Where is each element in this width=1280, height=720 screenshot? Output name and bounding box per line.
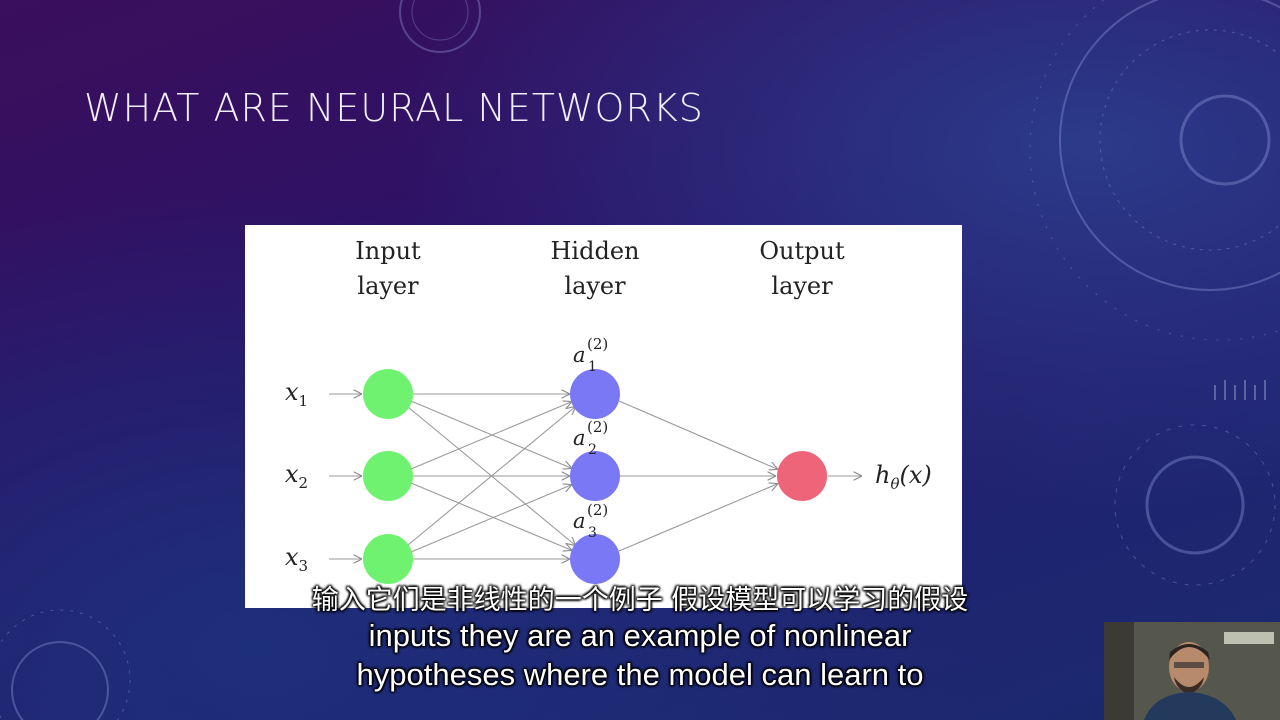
hidden-node-1 [570, 369, 620, 419]
subtitle-english-line2: hypotheses where the model can learn to [356, 657, 924, 692]
hidden-sub-1: 1 [588, 359, 597, 375]
hidden-sup-3: (2) [587, 501, 608, 519]
edge-a3-out [618, 484, 777, 552]
network-diagram: Input layer Hidden layer Output layer [285, 237, 932, 584]
hidden-node-3 [570, 534, 620, 584]
edge-x3-a1 [407, 407, 575, 546]
slide-title: WHAT ARE NEURAL NETWORKS [84, 86, 704, 130]
output-layer-label-line2: layer [771, 272, 833, 300]
webcam-frame-icon [1104, 622, 1280, 720]
input-node-3 [363, 534, 413, 584]
edge-a1-out [618, 400, 777, 469]
output-layer-label-line1: Output [759, 237, 845, 265]
input-label-x3: x3 [285, 543, 308, 575]
hidden-sup-2: (2) [587, 418, 608, 436]
subtitle-chinese: 输入它们是非线性的一个例子 假设模型可以学习的假设 [311, 585, 969, 616]
input-layer-label-line1: Input [355, 237, 421, 265]
hidden-label-a2: a [573, 426, 586, 450]
hidden-node-2 [570, 451, 620, 501]
input-layer-label-line2: layer [357, 272, 419, 300]
edge-x2-a1 [410, 402, 571, 470]
hidden-sub-2: 2 [588, 442, 597, 458]
hidden-sup-1: (2) [587, 335, 608, 353]
output-node [777, 451, 827, 501]
hidden-label-a1: a [573, 343, 586, 367]
hidden-layer-label-line2: layer [564, 272, 626, 300]
input-label-x1: x1 [285, 378, 308, 410]
edge-x3-a2 [410, 485, 571, 553]
presenter-webcam [1104, 622, 1280, 720]
hidden-label-a3: a [573, 509, 586, 533]
subtitle-english-line1: inputs they are an example of nonlinear [368, 618, 912, 653]
hidden-sub-3: 3 [588, 525, 597, 541]
edge-x2-a3 [410, 482, 571, 550]
hidden-layer-label-line1: Hidden [551, 237, 640, 265]
edge-x1-a2 [410, 400, 571, 468]
input-label-x2: x2 [285, 460, 308, 492]
input-node-1 [363, 369, 413, 419]
output-label: hθ(x) [875, 461, 932, 493]
input-node-2 [363, 451, 413, 501]
neural-network-figure: Input layer Hidden layer Output layer [245, 225, 962, 608]
